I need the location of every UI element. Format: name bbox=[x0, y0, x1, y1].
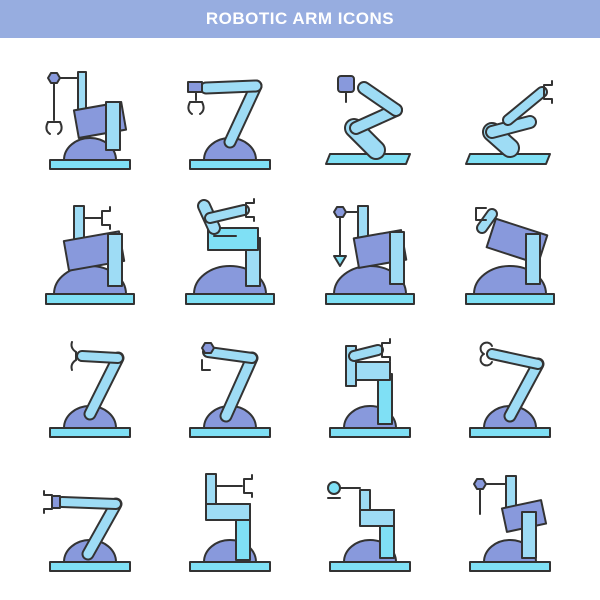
curved-claw-arm-icon bbox=[469, 341, 551, 438]
double-link-gripper-arm-icon bbox=[465, 80, 553, 165]
drill-gantry-arm-icon bbox=[325, 205, 415, 305]
icon-cell bbox=[440, 452, 580, 586]
icon-cell bbox=[440, 50, 580, 184]
icon-cell bbox=[300, 452, 440, 586]
icon-cell bbox=[160, 452, 300, 586]
gantry-claw-arm-icon bbox=[45, 71, 131, 170]
page-title: ROBOTIC ARM ICONS bbox=[205, 9, 395, 28]
hex-claw-arm-icon bbox=[189, 342, 271, 438]
double-link-arm-icon bbox=[325, 75, 411, 165]
icon-cell bbox=[20, 184, 160, 318]
box-gripper-arm-icon bbox=[45, 205, 135, 305]
pillar-gripper-arm-icon bbox=[329, 338, 411, 438]
icon-cell bbox=[300, 184, 440, 318]
raised-gripper-arm-icon bbox=[465, 207, 555, 305]
icon-cell bbox=[20, 452, 160, 586]
icon-cell bbox=[440, 318, 580, 452]
icon-cell bbox=[160, 50, 300, 184]
claw-arm-icon bbox=[187, 79, 271, 170]
icon-cell bbox=[160, 318, 300, 452]
icon-cell bbox=[300, 50, 440, 184]
folded-gripper-arm-icon bbox=[185, 198, 275, 305]
hook-claw-arm-icon bbox=[49, 341, 131, 438]
socket-pillar-arm-icon bbox=[327, 481, 411, 572]
icon-cell bbox=[20, 50, 160, 184]
icon-grid bbox=[20, 50, 580, 586]
side-gripper-arm-icon bbox=[43, 490, 131, 572]
icon-cell bbox=[440, 184, 580, 318]
icon-cell bbox=[300, 318, 440, 452]
pillar-tongs-arm-icon bbox=[189, 473, 271, 572]
title-banner: ROBOTIC ARM ICONS bbox=[0, 0, 600, 38]
hex-pillar-arm-icon bbox=[469, 475, 551, 572]
icon-cell bbox=[160, 184, 300, 318]
icon-cell bbox=[20, 318, 160, 452]
